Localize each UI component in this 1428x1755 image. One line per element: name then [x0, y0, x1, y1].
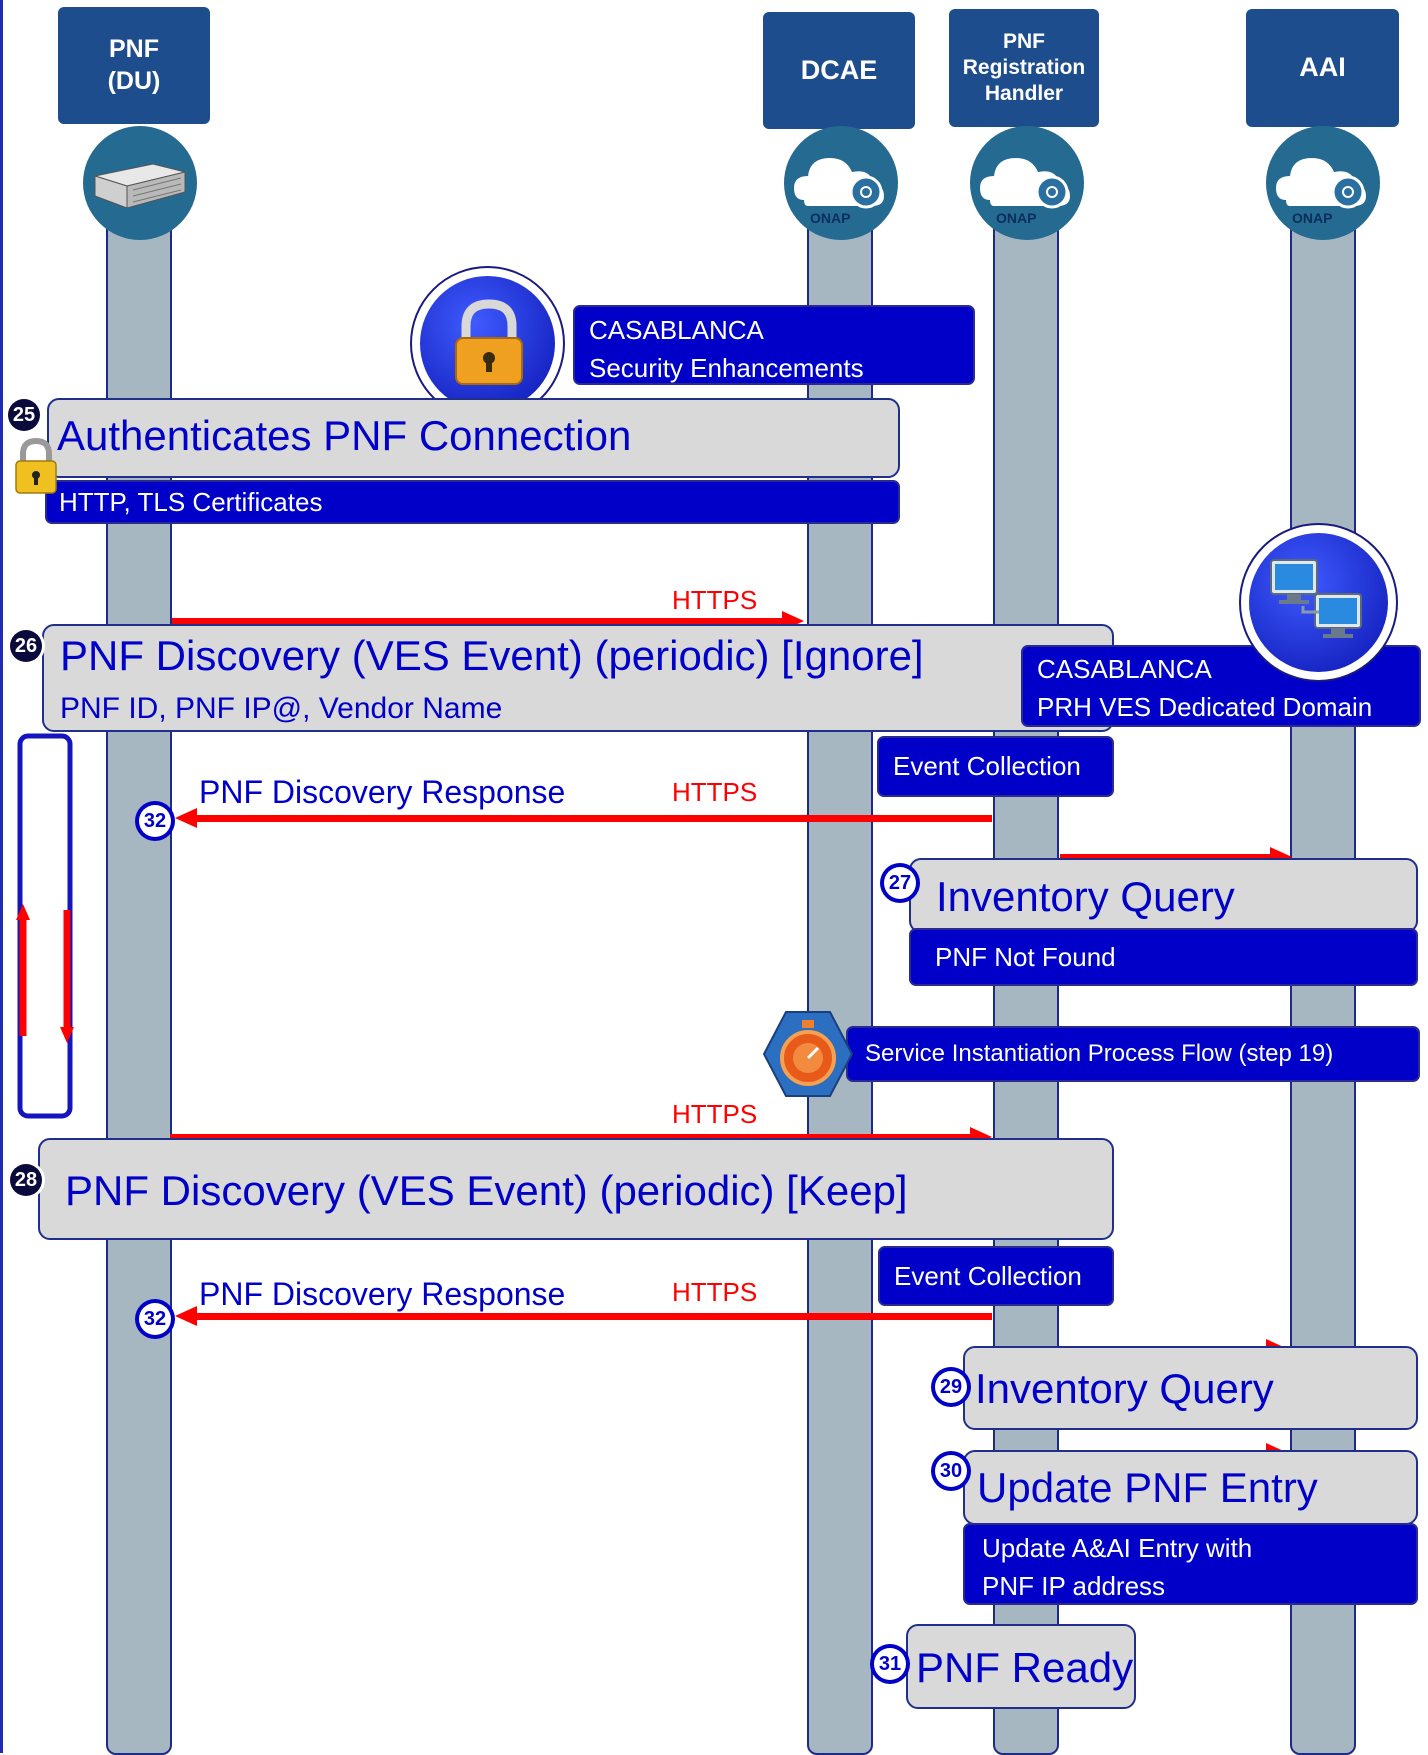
response-32a-arrow: [175, 808, 992, 828]
cloud-icon: [1276, 158, 1366, 209]
cloud-icon: [980, 158, 1070, 209]
step-29-title: Inventory Query: [975, 1365, 1274, 1412]
header-aai: AAI: [1246, 9, 1399, 127]
step-25-title: Authenticates PNF Connection: [57, 412, 632, 459]
step-26-protocol: HTTPS: [672, 585, 758, 615]
onap-logo: ONAP: [810, 210, 851, 226]
step-27-title: Inventory Query: [936, 873, 1235, 920]
step-28-protocol: HTTPS: [672, 1099, 758, 1129]
response-32b-label: PNF Discovery Response: [199, 1276, 566, 1312]
step-25-detail: HTTP, TLS Certificates: [45, 480, 900, 524]
header-pnf: PNF (DU): [58, 7, 210, 124]
padlock-icon: [455, 299, 523, 385]
step-31-title: PNF Ready: [916, 1644, 1134, 1691]
prh-domain-badge: [1239, 523, 1398, 682]
server-hardware-icon: [93, 163, 186, 209]
stopwatch-icon: [762, 1011, 854, 1097]
step-26-box: [42, 624, 1114, 732]
response-32a-label: PNF Discovery Response: [199, 774, 566, 810]
padlock-icon: [15, 437, 57, 494]
step-27-box: [909, 858, 1418, 933]
header-dcae: DCAE: [763, 12, 915, 129]
step-26-title: PNF Discovery (VES Event) (periodic) [Ig…: [60, 632, 924, 679]
step-26-marker: 26: [7, 627, 45, 665]
event-collection-2: Event Collection: [878, 1246, 1114, 1306]
step-28-box: [38, 1138, 1114, 1240]
step-25-marker: 25: [5, 396, 43, 434]
response-32a-protocol: HTTPS: [672, 777, 758, 807]
step-28-title: PNF Discovery (VES Event) (periodic) [Ke…: [65, 1167, 908, 1214]
response-32b-arrow: [175, 1306, 992, 1326]
step-31-marker: 31: [870, 1644, 910, 1684]
step-29-box: [963, 1346, 1418, 1430]
step-31-box: [906, 1624, 1136, 1709]
aai-cloud-circle: ONAP: [1266, 126, 1380, 240]
dcae-cloud-circle: ONAP: [784, 126, 898, 240]
step-30-box: [963, 1450, 1418, 1525]
response-32b-protocol: HTTPS: [672, 1277, 758, 1307]
step-27-marker: 27: [880, 863, 920, 903]
step-27-detail: PNF Not Found: [909, 928, 1418, 986]
header-prh: PNF Registration Handler: [949, 9, 1099, 127]
step-30-detail: Update A&AI Entry with PNF IP address: [963, 1523, 1418, 1605]
event-collection-1: Event Collection: [877, 736, 1114, 797]
step-25-box: [47, 398, 900, 478]
step-28-marker: 28: [7, 1161, 45, 1199]
cloud-icon: [794, 158, 884, 209]
step-29-marker: 29: [931, 1367, 971, 1407]
security-badge: [410, 266, 565, 421]
lifeline-dcae: [807, 150, 873, 1755]
onap-logo: ONAP: [1292, 210, 1333, 226]
service-instantiation-ref: Service Instantiation Process Flow (step…: [846, 1026, 1420, 1082]
step-26-detail: PNF ID, PNF IP@, Vendor Name: [60, 692, 503, 725]
response-32a-marker: 32: [135, 801, 175, 841]
lifeline-pnf: [106, 150, 172, 1755]
step-30-marker: 30: [931, 1451, 971, 1491]
loop-icon: [16, 733, 74, 1119]
response-32b-marker: 32: [135, 1299, 175, 1339]
networked-computers-icon: [1270, 559, 1362, 638]
onap-logo: ONAP: [996, 210, 1037, 226]
pnf-hardware-circle: [83, 126, 197, 240]
prh-cloud-circle: ONAP: [970, 126, 1084, 240]
security-callout: CASABLANCA Security Enhancements: [573, 305, 975, 385]
step-30-title: Update PNF Entry: [977, 1464, 1318, 1511]
